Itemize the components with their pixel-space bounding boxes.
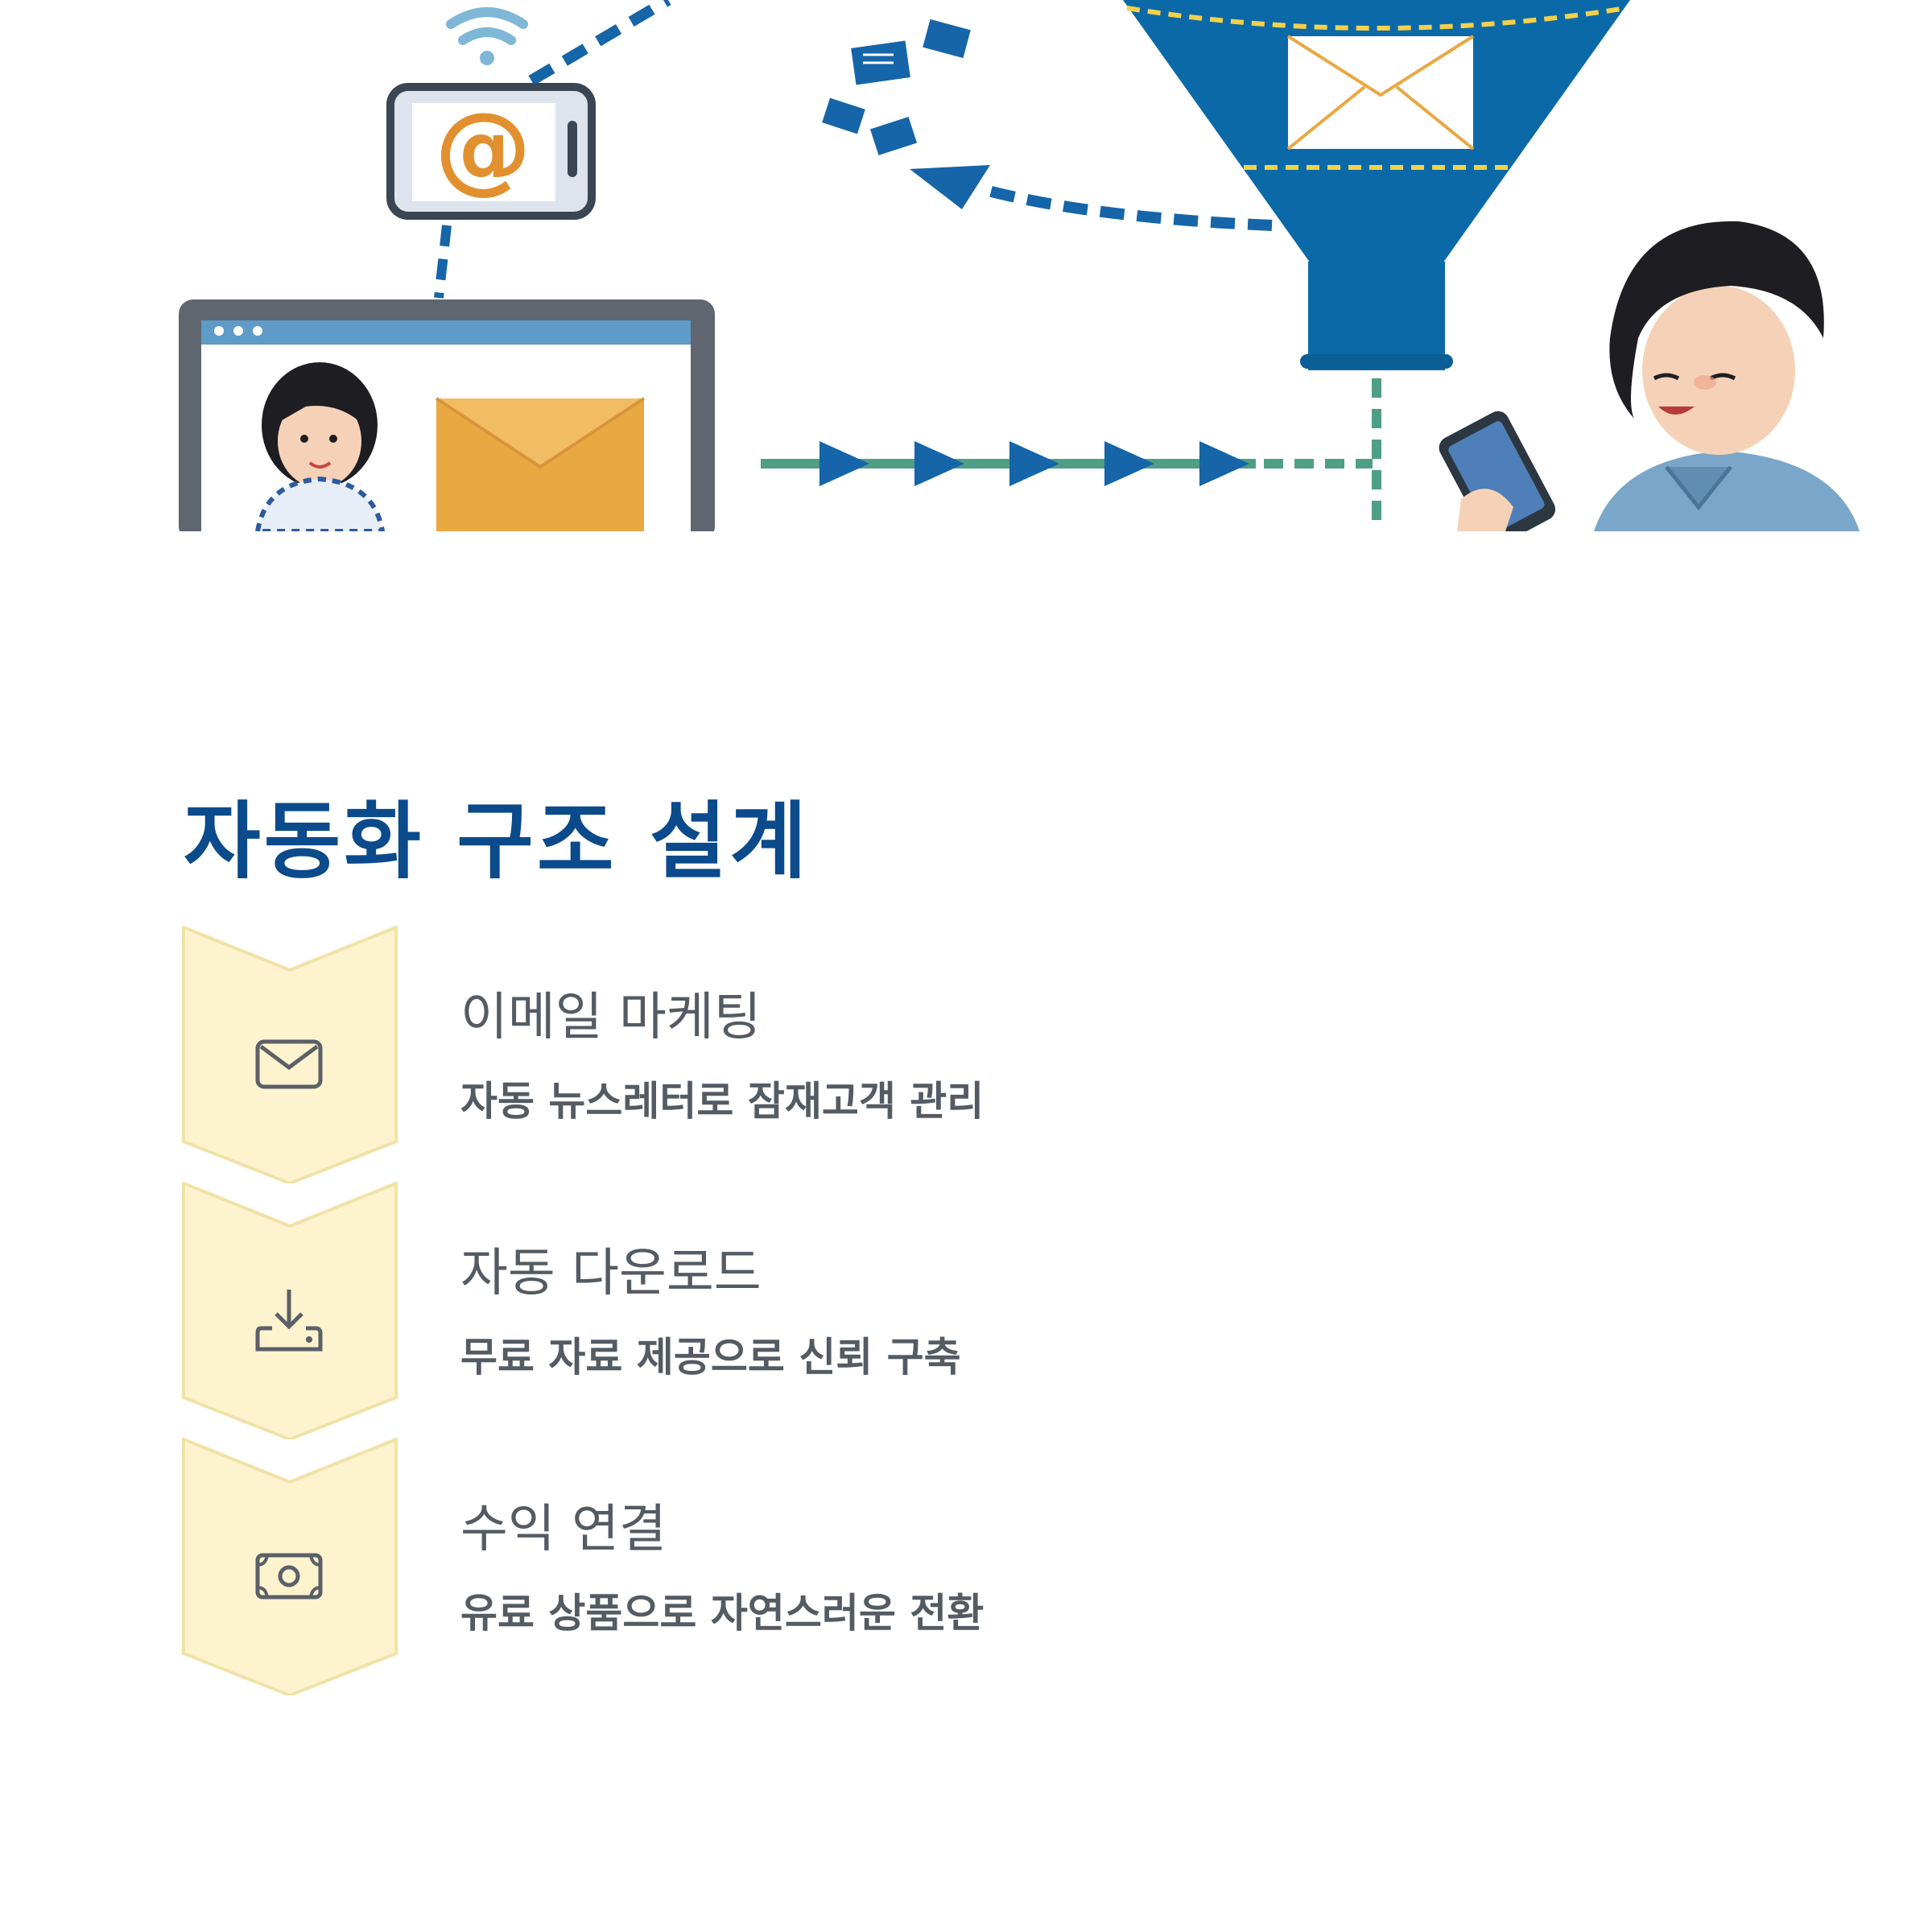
section-title: 자동화 구조 설계 <box>184 792 811 890</box>
step-revenue-link: 수익 연결 유료 상품으로 자연스러운 전환 <box>182 1438 1389 1695</box>
funnel-icon <box>1123 0 1630 370</box>
chevron-shape <box>182 926 398 1183</box>
return-arrow <box>910 165 1273 231</box>
step-title: 이메일 마케팅 <box>460 988 762 1047</box>
flow-arrows <box>761 378 1381 531</box>
phone-icon: @ <box>386 83 596 220</box>
dashed-link-vertical <box>434 225 452 299</box>
email-funnel-illustration: @ <box>179 0 1860 531</box>
step-description: 유료 상품으로 자연스러운 전환 <box>460 1590 985 1637</box>
woman-avatar <box>254 362 386 531</box>
man-avatar <box>1439 221 1860 531</box>
small-envelopes <box>822 19 971 155</box>
step-description: 자동 뉴스레터로 잠재고객 관리 <box>460 1078 985 1125</box>
wifi-icon <box>446 7 528 65</box>
money-icon <box>255 1553 323 1600</box>
step-description: 무료 자료 제공으로 신뢰 구축 <box>460 1334 961 1381</box>
envelope-icon <box>435 397 646 531</box>
download-icon <box>255 1290 323 1352</box>
step-auto-download: 자동 다운로드 무료 자료 제공으로 신뢰 구축 <box>182 1182 1389 1439</box>
step-email-marketing: 이메일 마케팅 자동 뉴스레터로 잠재고객 관리 <box>182 926 1389 1183</box>
hero-illustration: @ <box>0 0 1932 531</box>
at-sign: @ <box>435 93 531 204</box>
step-title: 수익 연결 <box>460 1500 667 1559</box>
dashed-link-top <box>528 0 671 86</box>
mail-icon <box>255 1039 323 1089</box>
step-title: 자동 다운로드 <box>460 1244 762 1303</box>
